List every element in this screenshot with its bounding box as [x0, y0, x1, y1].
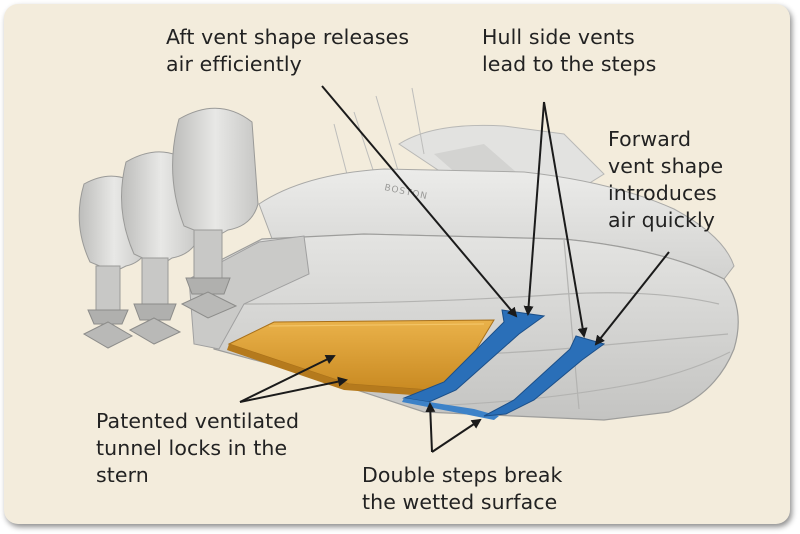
- callout-aft-vent: Aft vent shape releases air efficiently: [166, 24, 409, 78]
- callout-tunnel-line-1: Patented ventilated: [96, 409, 300, 433]
- arrow-forward-vent: [594, 251, 670, 346]
- forward-step: [483, 335, 606, 417]
- callout-aft-vent-line-2: air efficiently: [166, 52, 302, 76]
- arrow-tunnel-lower: [239, 376, 348, 403]
- boat-hull-illustration: BOSTON: [78, 85, 739, 453]
- arrow-steps-forward: [431, 418, 482, 453]
- callout-hull-side-vents: Hull side vents lead to the steps: [482, 24, 656, 78]
- callout-tunnel-line-3: stern: [96, 463, 149, 487]
- callout-forward-vent-line-3: introduces: [608, 181, 717, 205]
- callout-tunnel: Patented ventilated tunnel locks in the …: [96, 408, 299, 489]
- arrow-hull-vents-aft: [523, 101, 545, 316]
- callout-forward-vent-line-1: Forward: [608, 127, 692, 151]
- callout-forward-vent-line-4: air quickly: [608, 208, 715, 232]
- outboard-motor-starboard: [172, 107, 259, 319]
- callout-double-steps: Double steps break the wetted surface: [362, 462, 563, 516]
- outboard-motors: [78, 107, 259, 349]
- callout-double-steps-line-2: the wetted surface: [362, 490, 558, 514]
- callout-forward-vent-line-2: vent shape: [608, 154, 724, 178]
- callout-tunnel-line-2: tunnel locks in the: [96, 436, 288, 460]
- callout-aft-vent-line-1: Aft vent shape releases: [166, 25, 410, 49]
- leader-arrows: [239, 85, 670, 453]
- callout-forward-vent: Forward vent shape introduces air quickl…: [608, 126, 723, 234]
- callout-double-steps-line-1: Double steps break: [362, 463, 563, 487]
- arrow-hull-vents-forward: [543, 101, 588, 338]
- arrow-steps-aft: [425, 402, 436, 453]
- callout-hull-side-vents-line-2: lead to the steps: [482, 52, 657, 76]
- arrow-tunnel-upper: [239, 355, 336, 403]
- callout-hull-side-vents-line-1: Hull side vents: [482, 25, 635, 49]
- diagram-card: BOSTON: [4, 4, 790, 524]
- arrow-aft-vent: [321, 85, 518, 318]
